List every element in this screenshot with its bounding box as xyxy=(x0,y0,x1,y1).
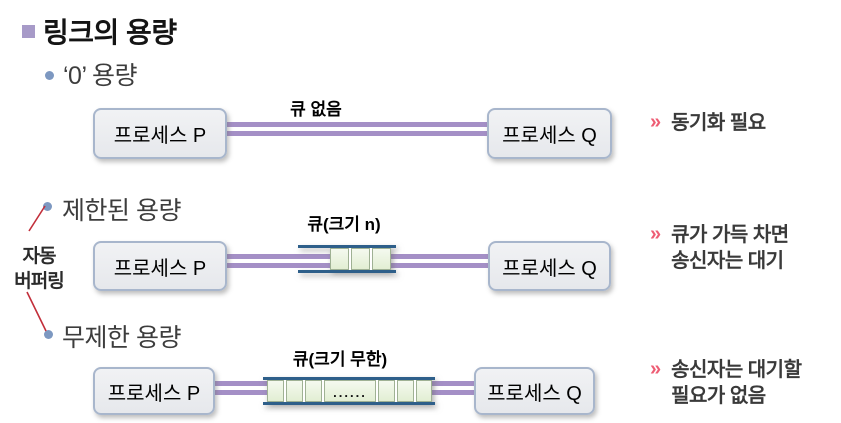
note-no-wait: » 송신자는 대기할 필요가 없음 xyxy=(650,357,802,409)
process-p-box: 프로세스 P xyxy=(93,108,227,159)
note-text: 동기화 필요 xyxy=(671,112,766,134)
note-sync-needed: » 동기화 필요 xyxy=(650,110,766,136)
queue-cell xyxy=(305,380,322,402)
queue-label-size-n: 큐(크기 n) xyxy=(307,215,381,234)
page-title: 링크의 용량 xyxy=(43,17,177,48)
queue-cell xyxy=(286,380,303,402)
ellipsis-dots: ...... xyxy=(333,384,367,400)
note-line-1: 송신자는 대기할 xyxy=(671,359,802,381)
bullet-dot-icon xyxy=(45,71,54,80)
arrow-marker-icon: » xyxy=(650,223,662,245)
arrow-marker-icon: » xyxy=(650,111,662,133)
bounded-queue xyxy=(298,245,396,273)
queue-cell xyxy=(267,380,284,402)
title-bullet-icon xyxy=(22,25,35,38)
note-text: 송신자는 대기할 필요가 없음 xyxy=(671,357,802,409)
queue-cell xyxy=(330,248,349,270)
queue-cell xyxy=(351,248,370,270)
process-q-box: 프로세스 Q xyxy=(488,241,611,291)
process-p-box: 프로세스 P xyxy=(93,241,227,291)
link-line-top xyxy=(222,122,488,127)
note-text: 큐가 가득 차면 송신자는 대기 xyxy=(671,222,789,274)
bullet-dot-icon xyxy=(43,202,52,211)
queue-cell xyxy=(397,380,414,402)
note-line-1: 큐가 가득 차면 xyxy=(671,224,789,246)
queue-cells: ...... xyxy=(267,380,432,402)
queue-cell xyxy=(378,380,395,402)
process-q-box: 프로세스 Q xyxy=(487,108,612,159)
unbounded-queue: ...... xyxy=(263,377,435,405)
process-p-box: 프로세스 P xyxy=(93,367,215,415)
connector-line-lower xyxy=(26,291,47,332)
section-heading-limited-capacity: 제한된 용량 xyxy=(62,197,181,225)
queue-cell xyxy=(372,248,391,270)
side-label-auto-buffering: 자동 버퍼링 xyxy=(0,244,78,294)
connector-line-upper xyxy=(28,205,46,232)
note-line-2: 필요가 없음 xyxy=(671,385,766,407)
section-heading-zero-capacity: ‘0’ 용량 xyxy=(63,62,138,90)
queue-label-none: 큐 없음 xyxy=(290,100,342,119)
note-line-2: 송신자는 대기 xyxy=(671,250,784,272)
link-line-bottom xyxy=(222,131,488,136)
bullet-dot-icon xyxy=(44,330,53,339)
queue-cells xyxy=(330,248,391,270)
side-label-line-1: 자동 xyxy=(22,246,57,267)
queue-label-size-infinite: 큐(크기 무한) xyxy=(292,350,388,369)
queue-cell xyxy=(416,380,432,402)
queue-cell-ellipsis: ...... xyxy=(324,380,376,402)
section-heading-unbounded-capacity: 무제한 용량 xyxy=(62,324,181,352)
note-queue-full: » 큐가 가득 차면 송신자는 대기 xyxy=(650,222,789,274)
arrow-marker-icon: » xyxy=(650,358,662,380)
side-label-line-2: 버퍼링 xyxy=(14,271,64,292)
process-q-box: 프로세스 Q xyxy=(474,367,595,415)
